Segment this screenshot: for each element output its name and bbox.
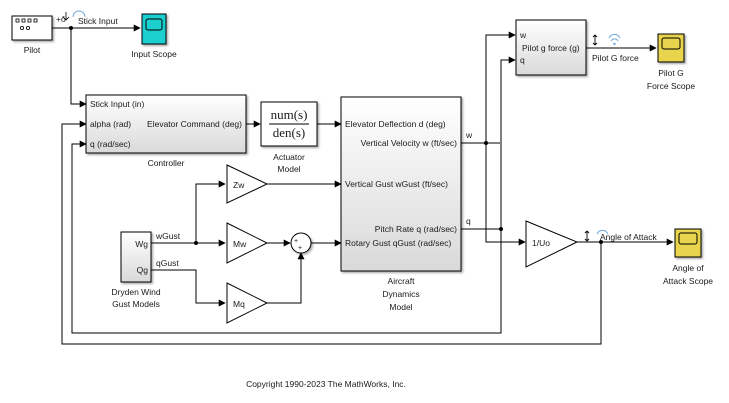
aircraft-dynamics-block[interactable]: Elevator Deflection d (deg) Vertical Vel… [340, 96, 462, 312]
dryden-port-wg: Wg [135, 239, 148, 249]
signal-w-to-uo[interactable] [485, 143, 526, 246]
pilot-block[interactable]: Pilot [11, 15, 53, 55]
sum-sign-1: + [294, 238, 298, 245]
pilot-g-port-q: q [520, 55, 525, 65]
logging-icon [72, 10, 86, 18]
test-point-icon [584, 230, 590, 242]
transfer-fcn-numerator: num(s) [271, 107, 308, 122]
gain-zw-label: Zw [233, 180, 245, 190]
gain-mq-block[interactable]: Mq [226, 282, 269, 324]
pilot-g-label: Pilot g force (g) [522, 43, 580, 53]
signal-qgust[interactable] [151, 269, 226, 307]
gain-zw-block[interactable]: Zw [226, 164, 269, 204]
dryden-port-qg: Qg [137, 265, 149, 275]
signal-q-feedback[interactable] [71, 140, 502, 334]
pilot-g-force-block[interactable]: w Pilot g force (g) q [515, 19, 587, 76]
pilot-label: Pilot [24, 45, 41, 55]
gain-uo-block[interactable]: 1/Uo [525, 220, 579, 268]
aircraft-port-elevator: Elevator Deflection d (deg) [345, 119, 446, 129]
input-scope-block[interactable]: Input Scope [131, 13, 177, 59]
dryden-label-2: Gust Models [112, 299, 160, 309]
pilot-g-scope-block[interactable]: Pilot G Force Scope [647, 33, 695, 91]
signal-labels: +ō Stick Input w q wGust qGust Pilot G f… [56, 10, 657, 268]
label-stick-input: Stick Input [78, 16, 118, 26]
gain-mq-label: Mq [233, 299, 245, 309]
test-point-icon [592, 34, 598, 46]
sum-block[interactable]: + + [290, 232, 312, 254]
label-q: q [466, 216, 471, 226]
label-qgust: qGust [156, 258, 179, 268]
aircraft-port-wgust: Vertical Gust wGust (ft/sec) [345, 179, 448, 189]
sum-sign-2: + [298, 245, 302, 252]
controller-port-elevator: Elevator Command (deg) [147, 119, 242, 129]
controller-block[interactable]: Stick Input (in) alpha (rad) q (rad/sec)… [85, 94, 247, 168]
aoa-scope-block[interactable]: Angle of Attack Scope [663, 228, 713, 286]
gain-uo-label: 1/Uo [532, 238, 550, 248]
controller-label: Controller [148, 158, 185, 168]
controller-port-q: q (rad/sec) [90, 139, 131, 149]
logging-icon [596, 229, 609, 235]
plus-o-label: +ō [56, 14, 66, 24]
aircraft-port-q: Pitch Rate q (rad/sec) [375, 224, 457, 234]
pilot-g-scope-label-2: Force Scope [647, 81, 695, 91]
signal-wgust-to-zw[interactable] [195, 180, 226, 243]
aircraft-port-qgust: Rotary Gust qGust (rad/sec) [345, 238, 451, 248]
actuator-label-1: Actuator [273, 152, 305, 162]
aoa-scope-label-1: Angle of [672, 263, 704, 273]
controller-port-alpha: alpha (rad) [90, 119, 131, 129]
signal-mq-to-sum[interactable] [267, 252, 305, 304]
copyright-text: Copyright 1990-2023 The MathWorks, Inc. [246, 379, 406, 389]
signal-lines [52, 24, 674, 345]
label-angle-of-attack: Angle of Attack [600, 232, 657, 242]
signal-builder-icon [15, 18, 38, 30]
dryden-wind-block[interactable]: Wg Qg Dryden Wind Gust Models [111, 231, 161, 309]
dryden-label-1: Dryden Wind [111, 287, 160, 297]
aoa-scope-label-2: Attack Scope [663, 276, 713, 286]
scope-screen-icon [661, 37, 681, 50]
aircraft-label-1: Aircraft [388, 276, 416, 286]
aircraft-label-2: Dynamics [382, 289, 419, 299]
label-pilot-g-force: Pilot G force [592, 53, 639, 63]
input-scope-label: Input Scope [131, 49, 177, 59]
signal-q-to-pilotg[interactable] [500, 56, 516, 229]
aircraft-port-w: Vertical Velocity w (ft/sec) [361, 138, 458, 148]
transfer-fcn-denominator: den(s) [273, 125, 306, 140]
actuator-block[interactable]: num(s) den(s) Actuator Model [260, 101, 318, 174]
gain-mw-label: Mw [233, 239, 247, 249]
pilot-g-port-w: w [519, 30, 527, 40]
controller-port-stick: Stick Input (in) [90, 99, 144, 109]
signal-w-to-pilotg[interactable] [485, 31, 516, 143]
actuator-label-2: Model [277, 164, 300, 174]
logging-icon [608, 33, 621, 46]
scope-screen-icon [678, 232, 698, 245]
signal-alpha-feedback[interactable] [61, 120, 602, 345]
pilot-g-scope-label-1: Pilot G [658, 68, 684, 78]
test-point-icon [62, 12, 70, 21]
scope-screen-icon [145, 18, 163, 31]
label-wgust: wGust [155, 231, 181, 241]
label-w: w [465, 130, 473, 140]
signal-stick-to-controller[interactable] [70, 28, 87, 108]
aircraft-label-3: Model [389, 302, 412, 312]
gain-mw-block[interactable]: Mw [226, 222, 269, 264]
